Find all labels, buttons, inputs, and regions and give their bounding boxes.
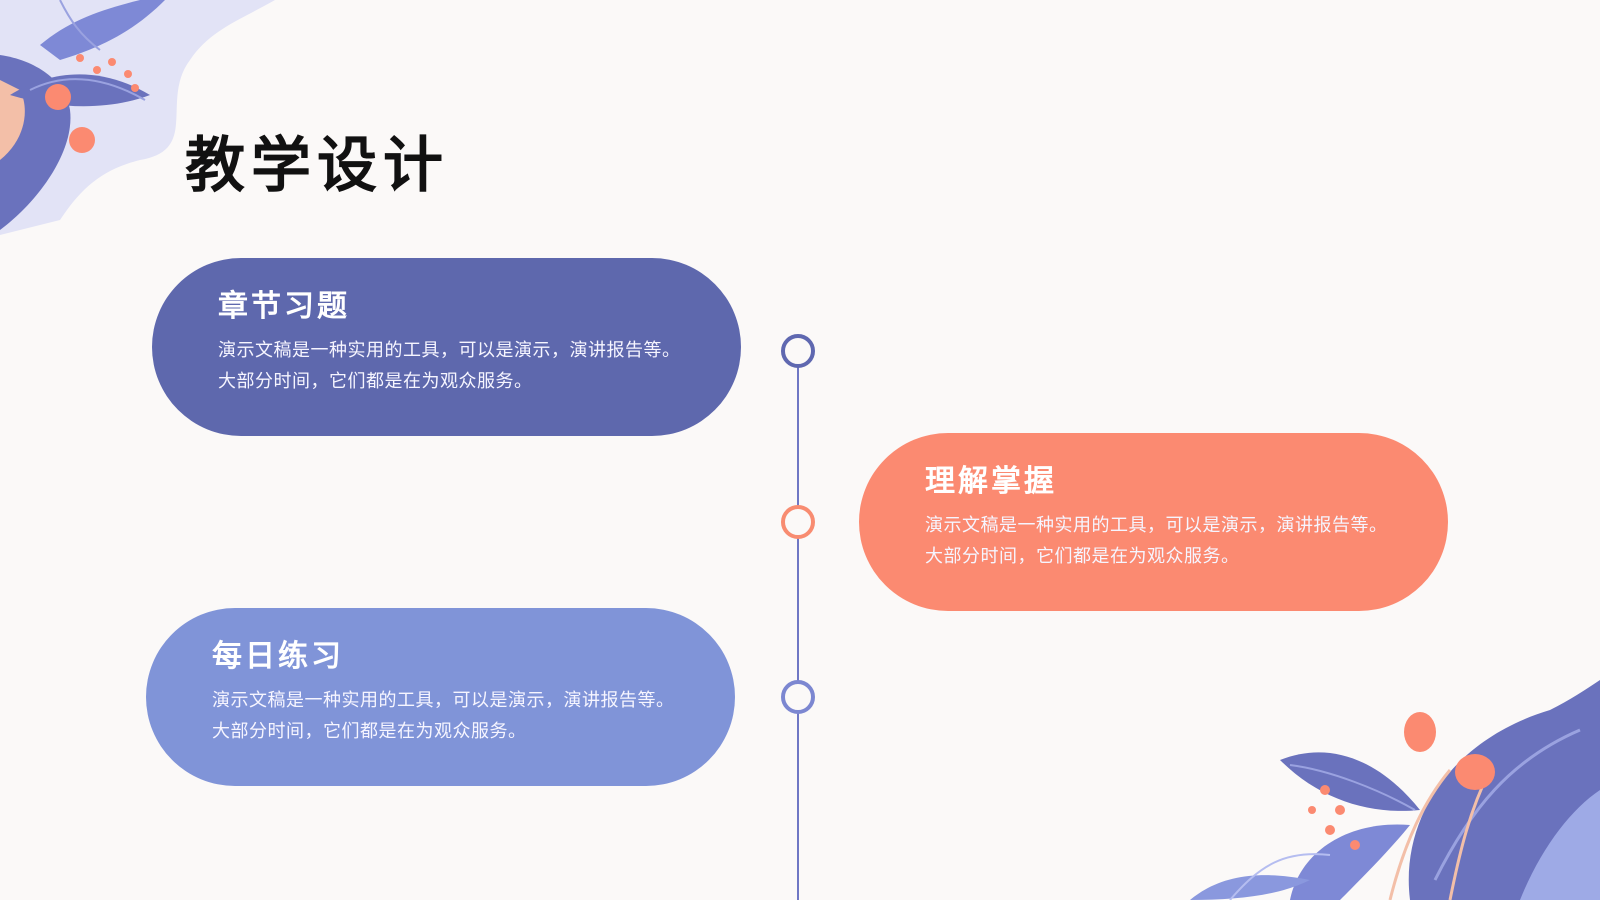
timeline-node-1 [781, 334, 815, 368]
timeline-line [797, 352, 799, 900]
card-body: 演示文稿是一种实用的工具，可以是演示，演讲报告等。大部分时间，它们都是在为观众服… [925, 515, 1388, 567]
timeline-node-2 [781, 505, 815, 539]
floral-decoration-top-left [0, 0, 275, 235]
timeline-card-1: 章节习题 演示文稿是一种实用的工具，可以是演示，演讲报告等。大部分时间，它们都是… [152, 258, 741, 436]
timeline-card-2: 理解掌握 演示文稿是一种实用的工具，可以是演示，演讲报告等。大部分时间，它们都是… [859, 433, 1448, 611]
card-body: 演示文稿是一种实用的工具，可以是演示，演讲报告等。大部分时间，它们都是在为观众服… [212, 690, 675, 742]
timeline-card-3: 每日练习 演示文稿是一种实用的工具，可以是演示，演讲报告等。大部分时间，它们都是… [146, 608, 735, 786]
slide-title: 教学设计 [185, 131, 449, 202]
floral-decoration-bottom-right [1190, 680, 1600, 900]
card-title: 章节习题 [218, 289, 350, 324]
timeline-node-3 [781, 680, 815, 714]
card-body: 演示文稿是一种实用的工具，可以是演示，演讲报告等。大部分时间，它们都是在为观众服… [218, 340, 681, 392]
card-title: 每日练习 [212, 639, 344, 674]
card-title: 理解掌握 [925, 464, 1057, 499]
